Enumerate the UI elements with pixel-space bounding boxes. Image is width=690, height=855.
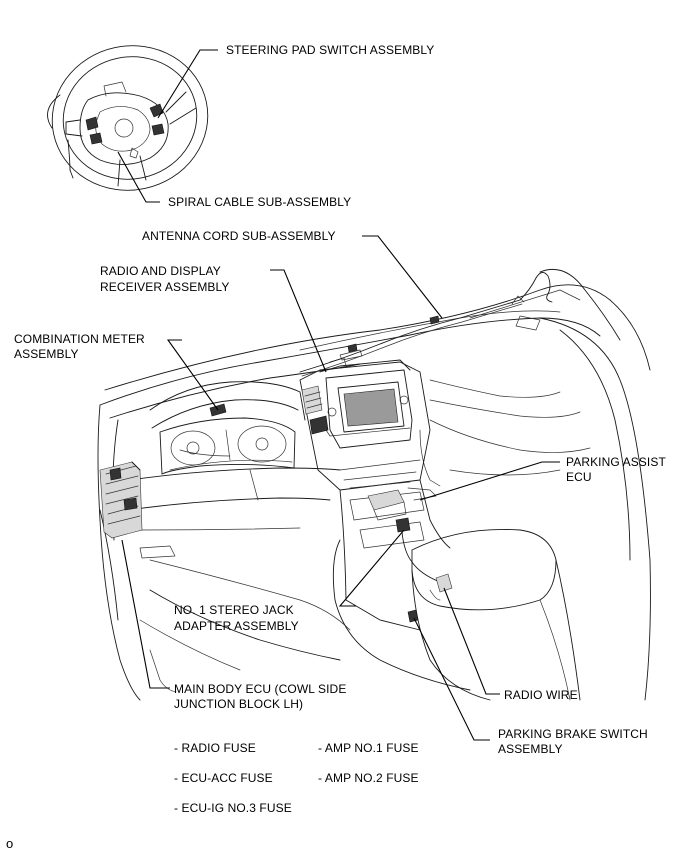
fuse-ecu-acc: - ECU-ACC FUSE xyxy=(174,771,273,785)
steering-wheel-drawing xyxy=(47,45,209,191)
fuse-amp-no1: - AMP NO.1 FUSE xyxy=(318,741,419,755)
label-parking-brake-switch-line2: ASSEMBLY xyxy=(498,742,563,756)
label-stereo-jack-line1: NO. 1 STEREO JACK xyxy=(174,603,294,617)
label-steering-pad-switch-assembly: STEERING PAD SWITCH ASSEMBLY xyxy=(226,43,435,57)
label-combination-meter-line2: ASSEMBLY xyxy=(14,347,79,361)
label-parking-assist-ecu-line1: PARKING ASSIST xyxy=(566,455,666,469)
dashboard-drawing xyxy=(97,268,651,701)
label-main-body-ecu-line2: JUNCTION BLOCK LH) xyxy=(174,697,304,711)
label-radio-display-line2: RECEIVER ASSEMBLY xyxy=(100,280,230,294)
label-combination-meter-line1: COMBINATION METER xyxy=(14,332,145,346)
corner-mark: o xyxy=(6,836,14,851)
label-parking-assist-ecu-line2: ECU xyxy=(566,470,592,484)
leader-lines xyxy=(117,49,560,741)
label-spiral-cable-sub-assembly: SPIRAL CABLE SUB-ASSEMBLY xyxy=(168,195,352,209)
label-main-body-ecu-line1: MAIN BODY ECU (COWL SIDE xyxy=(174,682,347,696)
label-stereo-jack-line2: ADAPTER ASSEMBLY xyxy=(174,619,299,633)
label-radio-display-line1: RADIO AND DISPLAY xyxy=(100,264,221,278)
label-parking-brake-switch-line1: PARKING BRAKE SWITCH xyxy=(498,727,648,741)
fuse-amp-no2: - AMP NO.2 FUSE xyxy=(318,771,419,785)
label-radio-wire: RADIO WIRE xyxy=(504,688,578,702)
label-antenna-cord-sub-assembly: ANTENNA CORD SUB-ASSEMBLY xyxy=(142,229,336,243)
fuse-ecu-ig-no3: - ECU-IG NO.3 FUSE xyxy=(174,801,292,815)
fuse-radio: - RADIO FUSE xyxy=(174,741,256,755)
